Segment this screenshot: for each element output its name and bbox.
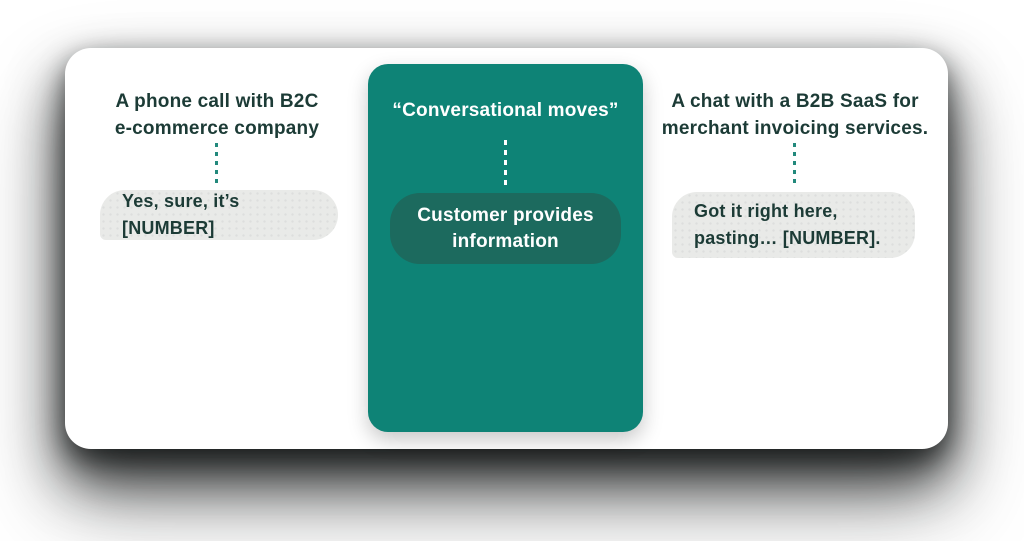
comparison-card: A phone call with B2C e-commerce company… [65,48,948,449]
dotted-connector-right [793,143,796,187]
right-chat-bubble-line2: pasting… [NUMBER]. [694,228,881,248]
pill-line1: Customer provides [417,204,594,226]
conversational-moves-panel: “Conversational moves” Customer provides… [368,64,643,432]
right-chat-bubble: Got it right here, pasting… [NUMBER]. [672,192,915,258]
pill-line2: information [452,230,559,252]
dashed-connector-center [504,140,507,185]
left-chat-bubble: Yes, sure, it’s [NUMBER] [100,190,338,240]
left-heading-line2: e-commerce company [114,118,320,139]
left-heading-line1: A phone call with B2C [115,91,319,112]
right-heading-line1: A chat with a B2B SaaS for [671,91,919,112]
left-example-heading: A phone call with B2C e-commerce company [82,88,352,142]
left-chat-bubble-text: Yes, sure, it’s [NUMBER] [122,191,240,238]
right-heading-line2: merchant invoicing services. [661,118,929,139]
right-example-heading: A chat with a B2B SaaS for merchant invo… [660,88,930,142]
dotted-connector-left [215,143,218,187]
customer-provides-information-pill: Customer provides information [390,193,621,264]
right-chat-bubble-line1: Got it right here, [694,201,838,221]
panel-heading: “Conversational moves” [392,100,619,121]
